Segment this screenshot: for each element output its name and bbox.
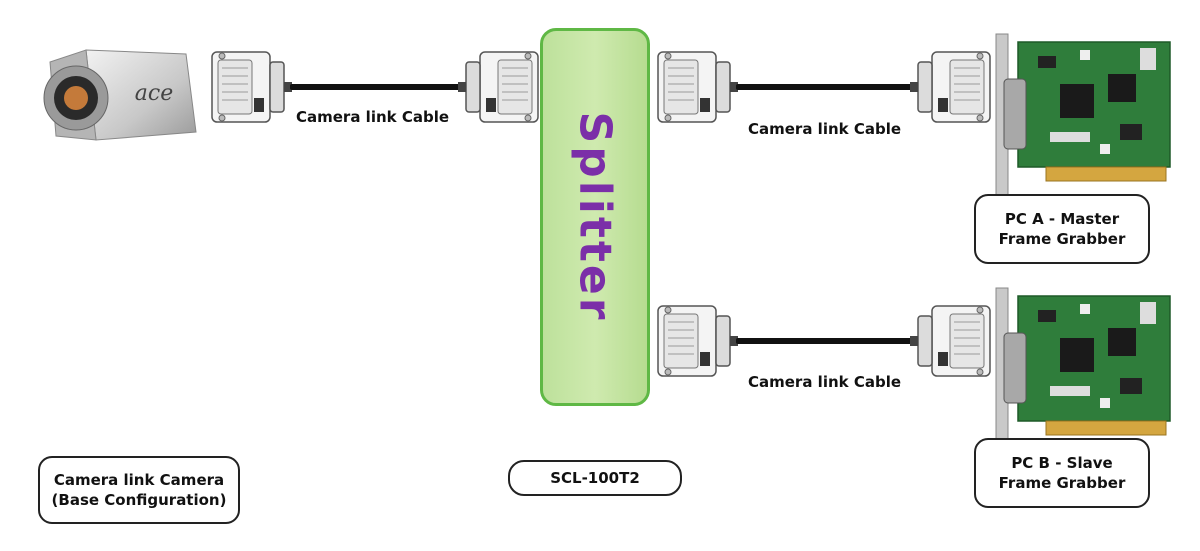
cable-splitter-to-pc-b (736, 338, 914, 344)
connector-icon (909, 305, 991, 377)
pc-b-label-box: PC B - Slave Frame Grabber (974, 438, 1150, 508)
pc-a-line2: Frame Grabber (998, 230, 1126, 248)
cable-label-pc-a: Camera link Cable (748, 120, 902, 138)
connector-icon (657, 305, 739, 377)
cable-label-camera: Camera link Cable (296, 108, 450, 126)
splitter-label: Splitter (569, 111, 621, 323)
camera-icon: ace (43, 49, 197, 141)
pc-b-line1: PC B - Slave (1011, 454, 1113, 472)
pc-a-line1: PC A - Master (1004, 210, 1120, 228)
camera-label-box: Camera link Camera (Base Configuration) (38, 456, 240, 524)
pc-b-line2: Frame Grabber (998, 474, 1126, 492)
cable-label-pc-b: Camera link Cable (748, 373, 902, 391)
cable-splitter-to-pc-a (736, 84, 914, 90)
camera-brand: ace (135, 81, 173, 106)
splitter-box: Splitter (540, 28, 650, 406)
cable-camera-to-splitter (290, 84, 462, 90)
connector-icon (457, 51, 539, 123)
frame-grabber-card-icon (995, 287, 1171, 459)
connector-icon (909, 51, 991, 123)
splitter-model-label: SCL-100T2 (550, 469, 640, 487)
camera-image: ace (36, 40, 206, 146)
camera-label-line1: Camera link Camera (53, 471, 225, 489)
camera-label-line2: (Base Configuration) (51, 491, 227, 509)
connector-icon (657, 51, 739, 123)
pc-a-label-box: PC A - Master Frame Grabber (974, 194, 1150, 264)
connector-icon (211, 51, 293, 123)
frame-grabber-card-icon (995, 33, 1171, 205)
splitter-model-box: SCL-100T2 (508, 460, 682, 496)
